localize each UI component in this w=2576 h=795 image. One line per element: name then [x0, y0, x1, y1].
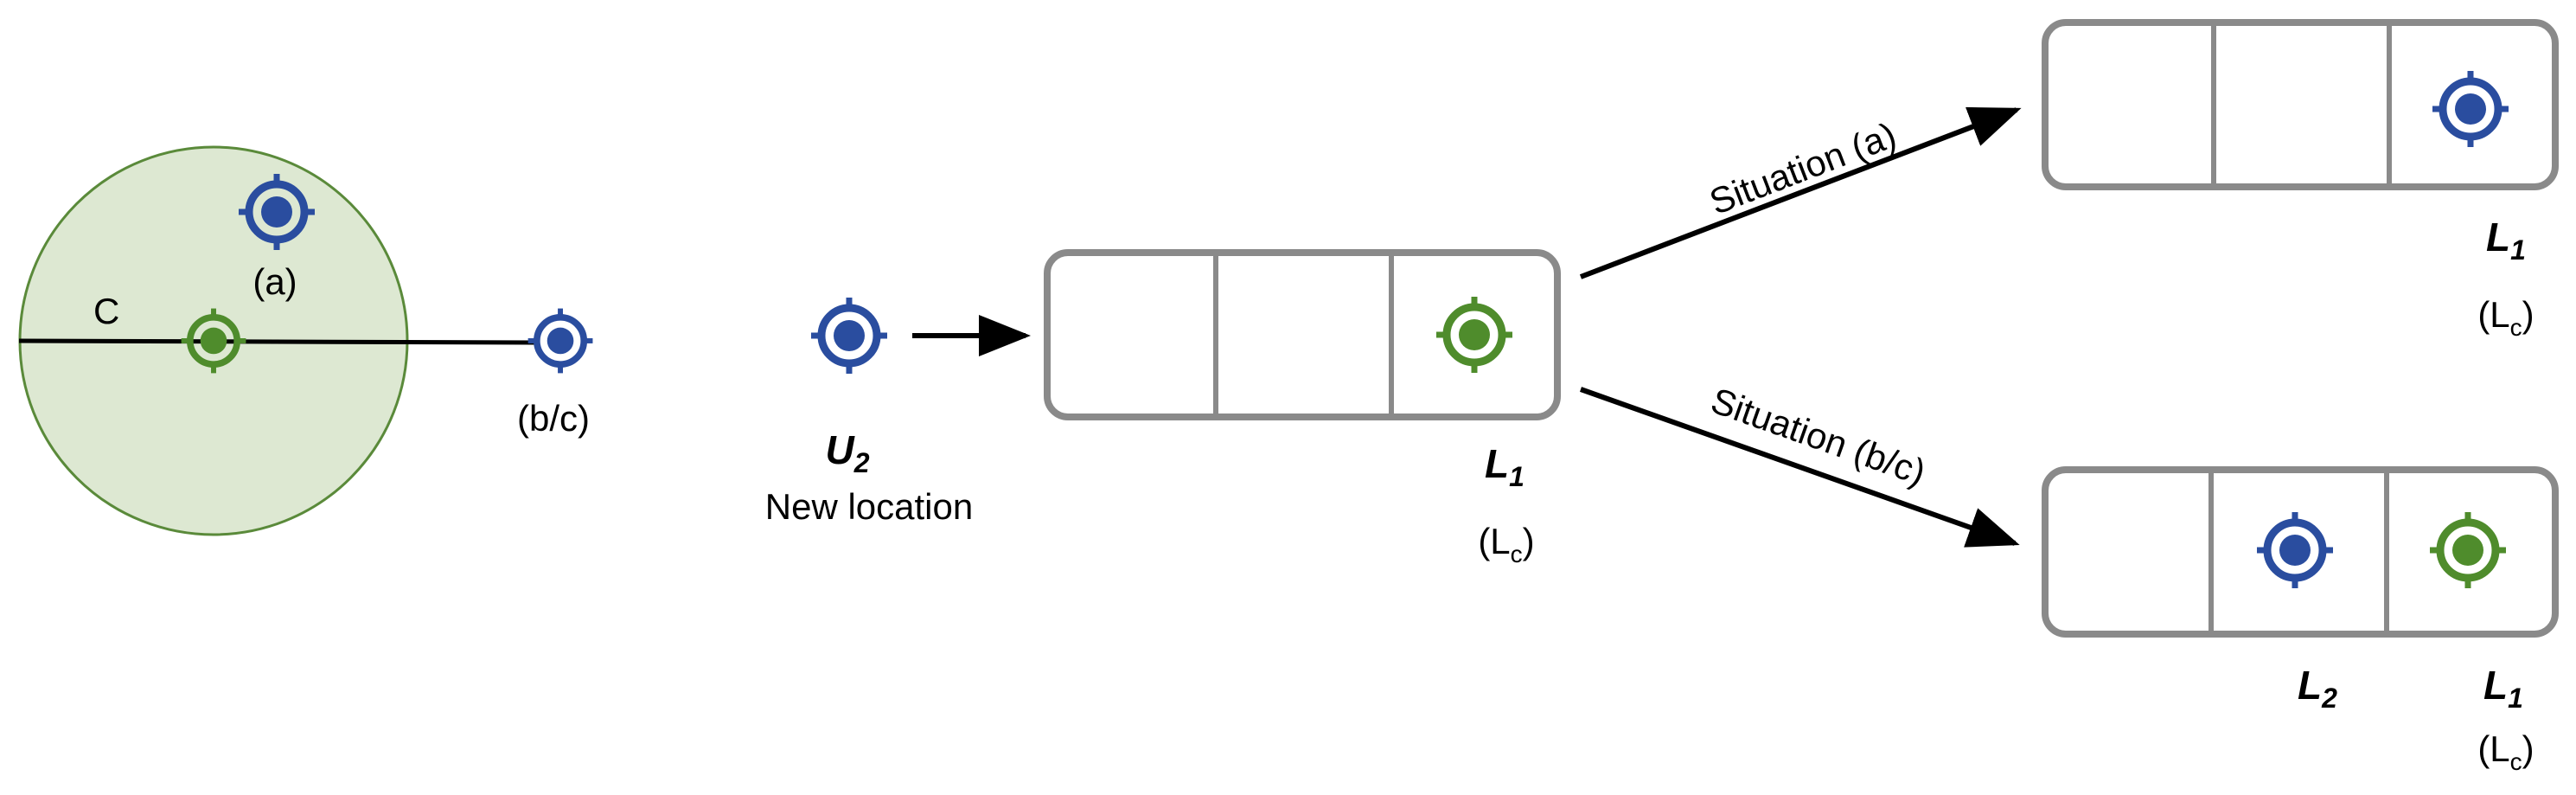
user-new-location: U2 New location — [765, 298, 1031, 527]
user-label: U2 — [825, 427, 869, 478]
user-subscript: 2 — [853, 447, 870, 478]
bottom-location-list: L2 L1 (Lc) — [2042, 466, 2559, 775]
branch-arrows: Situation (a) Situation (b/c) — [1579, 106, 2022, 548]
middle-slot-label: L1 — [1485, 441, 1525, 492]
point-bc-label: (b/c) — [517, 398, 590, 439]
situation-a-label: Situation (a) — [1704, 114, 1902, 222]
user-name: U — [825, 427, 855, 472]
radius-line — [18, 338, 537, 345]
top-cache-label: (Lc) — [2477, 294, 2534, 341]
top-list-box — [2042, 19, 2559, 190]
bottom-cache-label: (Lc) — [2477, 728, 2534, 775]
point-a-label: (a) — [252, 261, 297, 302]
location-target-icon-bc — [528, 309, 593, 374]
user-caption: New location — [765, 486, 973, 527]
bottom-l2-label: L2 — [2298, 663, 2337, 714]
arrow-situation-bc — [1579, 387, 2020, 548]
coverage-area: C (a) (b/c) — [18, 145, 593, 536]
middle-cache-label: (Lc) — [1478, 521, 1534, 567]
middle-location-list: L1 (Lc) — [1044, 249, 1561, 567]
middle-list-box — [1044, 249, 1561, 420]
radius-label: C — [93, 291, 119, 331]
arrow-situation-a — [1579, 106, 2022, 279]
bottom-l1-label: L1 — [2483, 663, 2523, 714]
location-target-icon-user — [811, 298, 887, 374]
top-location-list: L1 (Lc) — [2042, 19, 2559, 341]
top-slot-label: L1 — [2486, 215, 2526, 266]
